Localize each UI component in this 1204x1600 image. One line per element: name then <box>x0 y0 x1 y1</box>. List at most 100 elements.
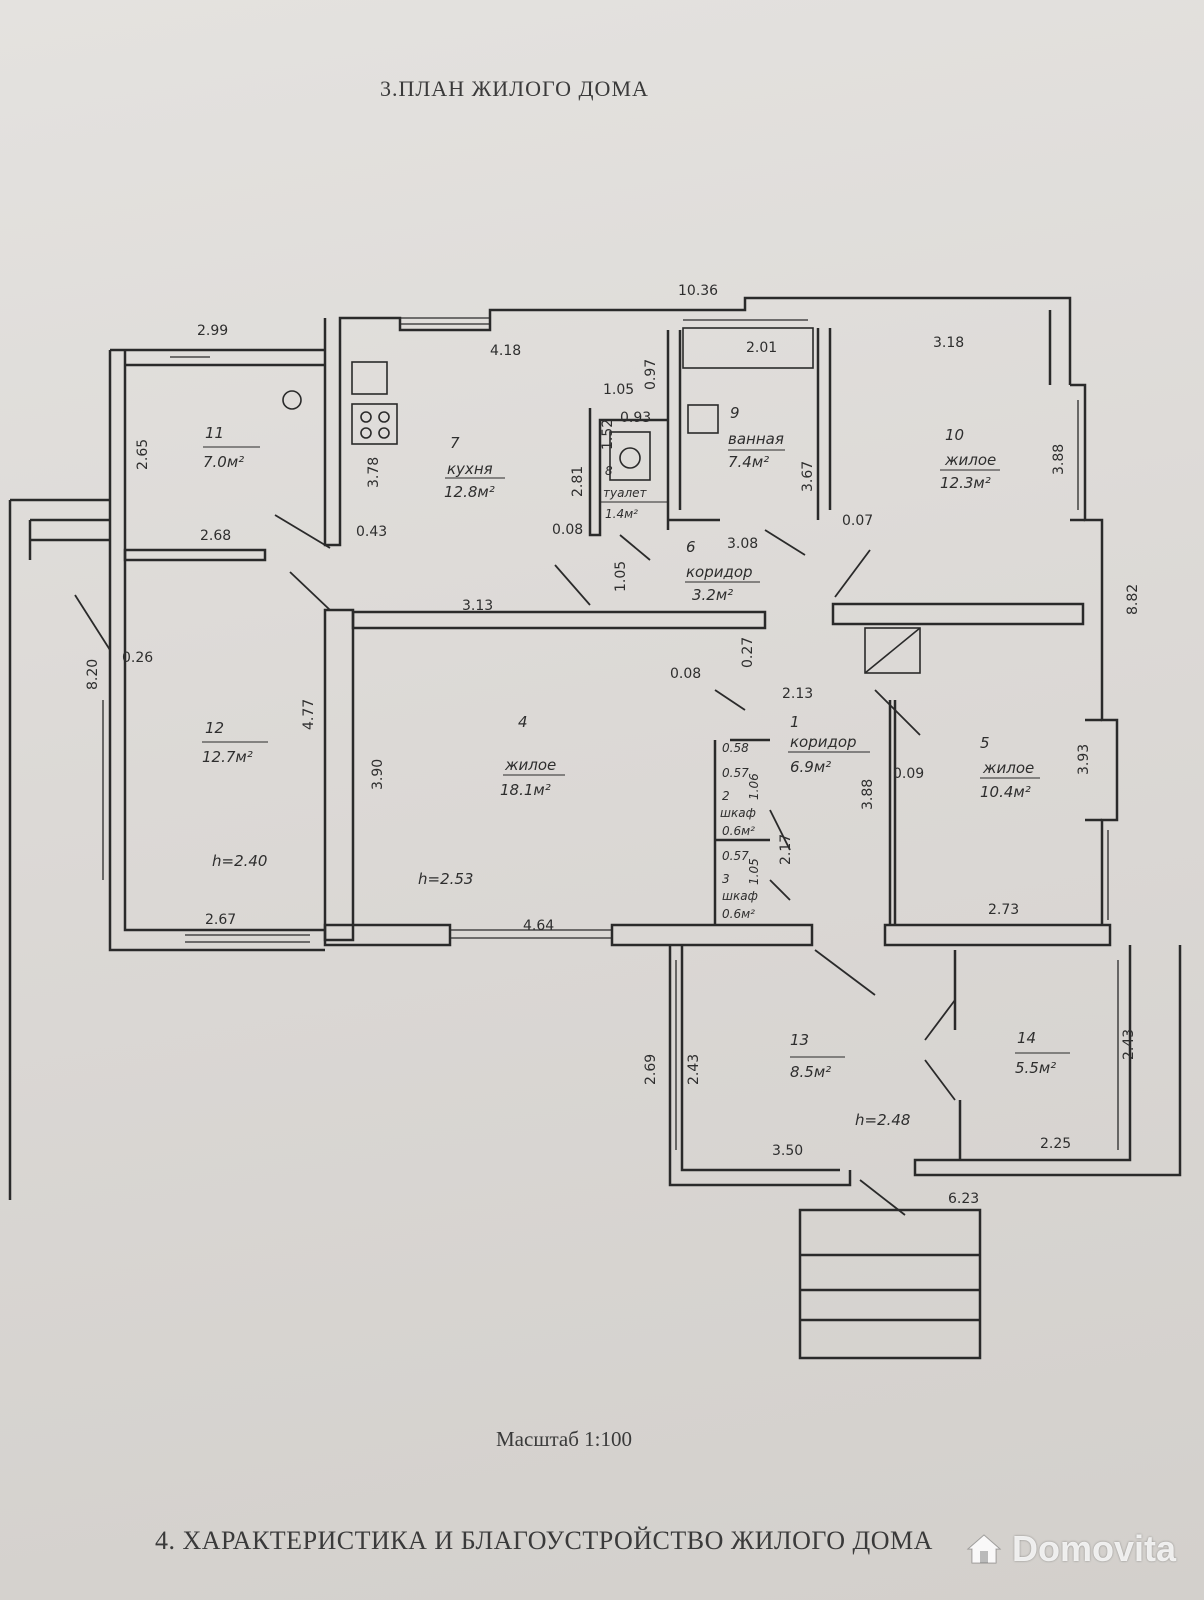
room-8-number: 8 <box>605 464 613 478</box>
watermark: Domovita <box>964 1528 1176 1570</box>
stove-icon <box>351 403 398 445</box>
room-10-area: 12.3м² <box>940 474 991 492</box>
room-1-name: коридор <box>790 733 857 751</box>
dim-label: 2.65 <box>135 439 151 470</box>
room-9-area: 7.4м² <box>728 453 769 471</box>
room-5-name: жилое <box>982 759 1034 777</box>
room-14-number: 14 <box>1017 1029 1036 1047</box>
room-8-name: туалет <box>603 486 647 500</box>
dim-label: 1.06 <box>747 773 761 800</box>
washbasin-icon <box>687 404 719 434</box>
room-14-area: 5.5м² <box>1015 1059 1056 1077</box>
dim-label: 1.05 <box>613 561 629 592</box>
dimension-labels: 10.36 2.99 4.18 0.97 2.01 3.18 2.65 3.78… <box>85 283 1141 1207</box>
room-10-name: жилое <box>944 451 996 469</box>
dim-label: 4.18 <box>490 343 521 359</box>
room-3-name: шкаф <box>722 889 758 903</box>
room-2-number: 2 <box>722 789 730 803</box>
room-4-area: 18.1м² <box>500 781 551 799</box>
boiler-icon <box>282 390 302 410</box>
room-12-number: 12 <box>205 719 224 737</box>
room-11-area: 7.0м² <box>203 453 244 471</box>
scale-label: Масштаб 1:100 <box>496 1427 633 1451</box>
next-section-title: 4. ХАРАКТЕРИСТИКА И БЛАГОУСТРОЙСТВО ЖИЛО… <box>155 1526 933 1555</box>
room-9-name: ванная <box>728 430 784 448</box>
room-4-name: жилое <box>504 756 556 774</box>
dim-label: 3.13 <box>462 598 493 614</box>
room-2-name: шкаф <box>720 806 756 820</box>
watermark-text: Domovita <box>1011 1528 1176 1569</box>
area-underlines <box>202 446 1070 1058</box>
height-room-12: h=2.40 <box>212 852 267 870</box>
dim-label: 0.93 <box>620 410 651 426</box>
room-6-number: 6 <box>686 538 696 556</box>
dim-label: 3.50 <box>772 1143 803 1159</box>
dim-label: 2.01 <box>746 340 777 356</box>
dim-label: 0.07 <box>842 513 873 529</box>
dim-label: 2.81 <box>570 466 586 497</box>
room-5-area: 10.4м² <box>980 783 1031 801</box>
room-13-area: 8.5м² <box>790 1063 831 1081</box>
room-6-area: 3.2м² <box>692 586 733 604</box>
toilet-icon <box>609 431 651 481</box>
room-12-area: 12.7м² <box>202 748 253 766</box>
dim-label: 3.88 <box>860 779 876 810</box>
kitchen-sink-icon <box>351 361 388 395</box>
dim-label: 2.68 <box>200 528 231 544</box>
dim-label: 2.17 <box>778 834 794 865</box>
dim-label: 4.64 <box>523 918 554 934</box>
windows <box>102 317 1119 1150</box>
room-2-area: 0.6м² <box>722 824 755 838</box>
dim-label: 3.78 <box>366 457 382 488</box>
room-4-number: 4 <box>518 713 528 731</box>
house-logo-icon <box>966 1534 1002 1564</box>
dim-label: 1.05 <box>747 858 761 885</box>
dim-label: 0.43 <box>356 524 387 540</box>
dim-label: 0.97 <box>643 359 659 390</box>
dim-label: 0.27 <box>740 637 756 668</box>
dim-label: 10.36 <box>678 283 718 299</box>
dim-label: 0.08 <box>552 522 583 538</box>
dim-label: 8.82 <box>1125 584 1141 615</box>
door-swings <box>74 514 956 1216</box>
dim-label: 3.18 <box>933 335 964 351</box>
chimney-icon <box>864 627 921 674</box>
dim-label: 2.43 <box>686 1054 702 1085</box>
walls <box>8 296 1182 1360</box>
dim-label: 3.90 <box>370 759 386 790</box>
room-8-area: 1.4м² <box>605 507 638 521</box>
dim-label: 3.67 <box>800 461 816 492</box>
room-10-number: 10 <box>945 426 964 444</box>
room-3-number: 3 <box>722 872 730 886</box>
height-room-4: h=2.53 <box>418 870 473 888</box>
bathtub-icon <box>682 327 814 369</box>
room-3-area: 0.6м² <box>722 907 755 921</box>
room-1-area: 6.9м² <box>790 758 831 776</box>
dim-label: 0.57 <box>722 766 749 780</box>
dim-label: 3.93 <box>1076 744 1092 775</box>
room-5-number: 5 <box>980 734 990 752</box>
dim-label: 2.43 <box>1121 1029 1137 1060</box>
dim-label: 4.77 <box>301 699 317 730</box>
room-1-number: 1 <box>790 713 800 731</box>
dim-label: 6.23 <box>948 1191 979 1207</box>
room-7-number: 7 <box>450 434 460 452</box>
dim-label: 1.05 <box>603 382 634 398</box>
room-6-name: коридор <box>686 563 753 581</box>
room-7-name: кухня <box>447 460 493 478</box>
room-7-area: 12.8м² <box>444 483 495 501</box>
dim-label: 3.88 <box>1051 444 1067 475</box>
dim-label: 2.69 <box>643 1054 659 1085</box>
dim-label: 0.26 <box>122 650 153 666</box>
dim-label: 3.08 <box>727 536 758 552</box>
fixtures <box>282 327 921 674</box>
dim-label: 2.25 <box>1040 1136 1071 1152</box>
dim-label: 2.67 <box>205 912 236 928</box>
dim-label: 0.08 <box>670 666 701 682</box>
dim-label: 2.13 <box>782 686 813 702</box>
dim-label: 0.57 <box>722 849 749 863</box>
room-9-number: 9 <box>730 404 740 422</box>
dim-label: 2.73 <box>988 902 1019 918</box>
